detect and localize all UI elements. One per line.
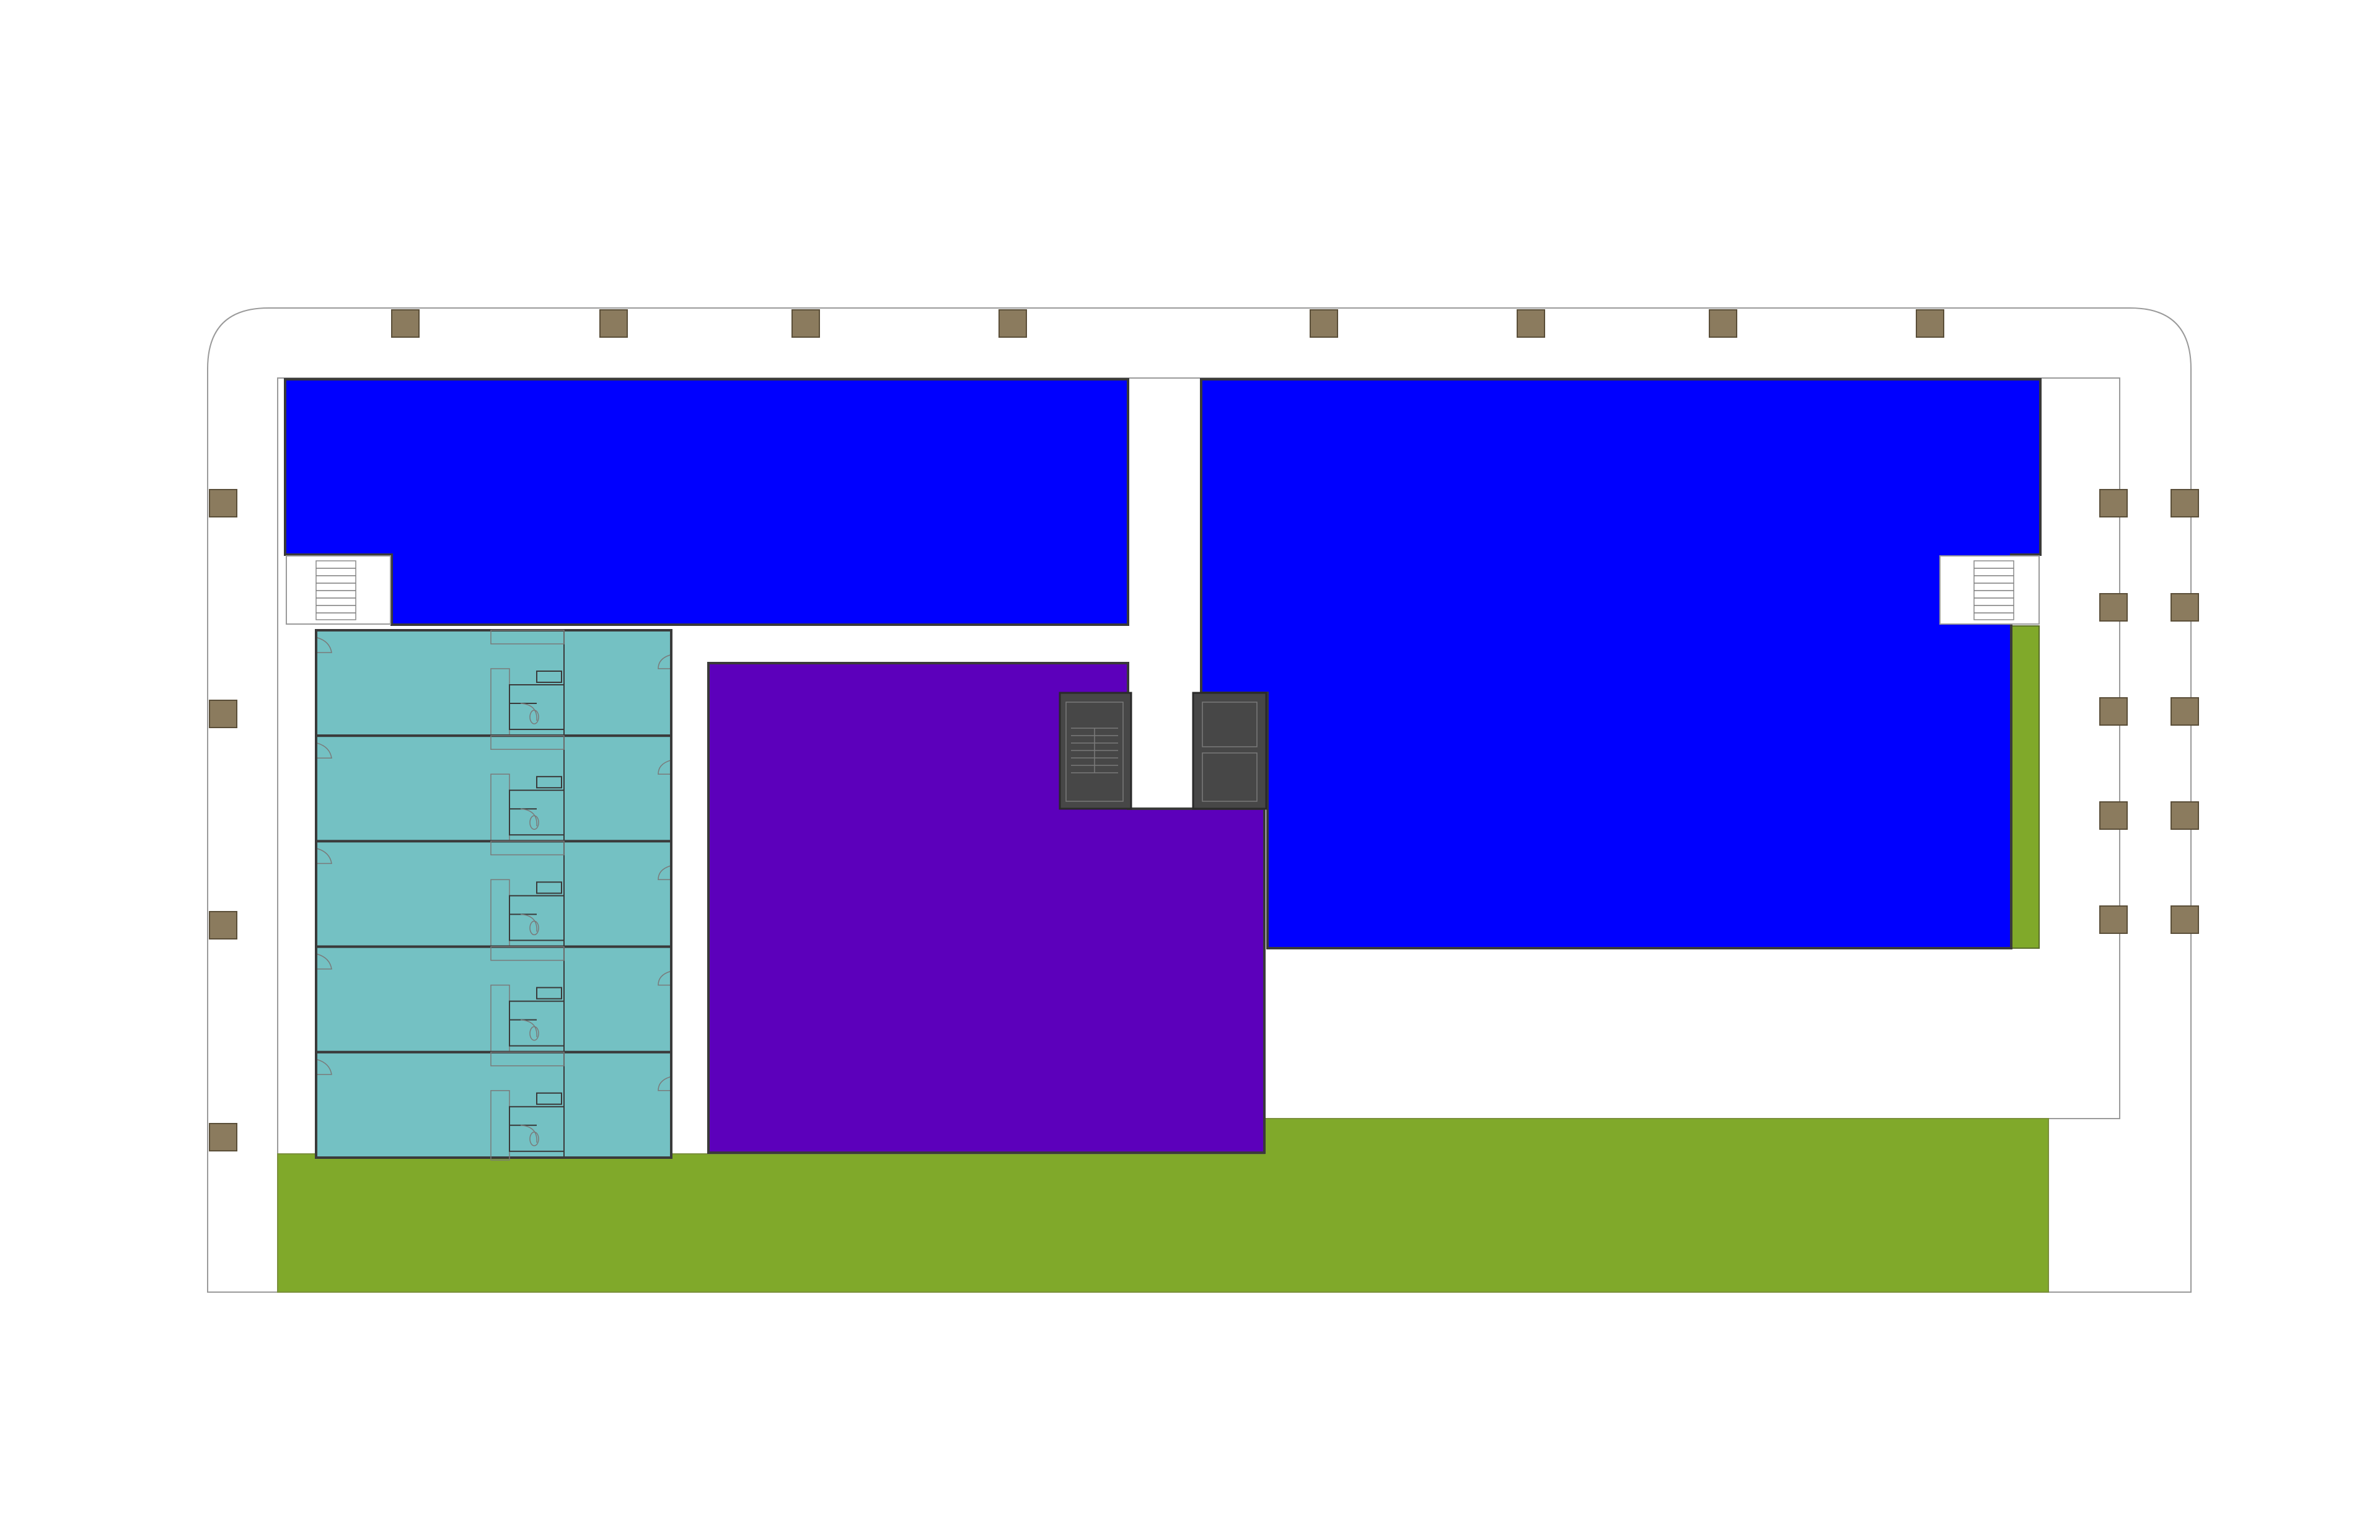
column <box>1310 309 1338 338</box>
office-zone-west <box>284 378 1129 626</box>
column <box>209 700 237 728</box>
core-west-stair <box>1071 728 1118 773</box>
residential-unit <box>315 629 672 739</box>
column <box>2099 905 2128 934</box>
structural-columns <box>209 309 2199 1151</box>
column <box>1916 309 1944 338</box>
column <box>2171 593 2199 622</box>
landscape-strip-right <box>2011 625 2040 949</box>
column <box>2171 801 2199 830</box>
office-zone-east <box>1200 378 2042 949</box>
column <box>209 911 237 939</box>
residential-unit <box>315 945 672 1055</box>
column <box>2171 697 2199 726</box>
bathroom-pod <box>490 1052 565 1161</box>
column <box>1517 309 1545 338</box>
column <box>791 309 820 338</box>
column <box>391 309 420 338</box>
column <box>2099 801 2128 830</box>
column <box>209 489 237 517</box>
bathroom-pod <box>490 630 565 739</box>
stair-west <box>286 555 391 625</box>
column <box>2099 489 2128 517</box>
column <box>599 309 628 338</box>
residential-unit <box>315 840 672 950</box>
residential-unit <box>315 1050 672 1161</box>
core-east <box>1192 692 1267 810</box>
residential-units <box>315 629 672 1161</box>
stair-east <box>1939 555 2040 625</box>
column <box>2171 905 2199 934</box>
column <box>209 1123 237 1151</box>
column <box>2099 697 2128 726</box>
column <box>998 309 1027 338</box>
bathroom-pod <box>490 840 565 950</box>
residential-unit <box>315 734 672 844</box>
column <box>1709 309 1737 338</box>
column <box>2171 489 2199 517</box>
column <box>2099 593 2128 622</box>
core-west <box>1059 692 1132 810</box>
